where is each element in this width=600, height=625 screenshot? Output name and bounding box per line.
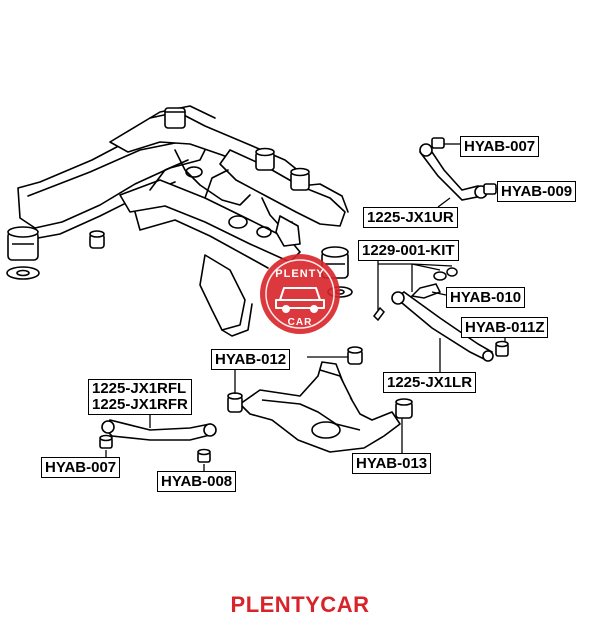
toe-link-kit (373, 267, 458, 322)
front-rear-arm (99, 419, 217, 463)
part-label-1229-001-kit[interactable]: 1229-001-KIT (358, 240, 459, 261)
part-label-hyab-010[interactable]: HYAB-010 (446, 287, 526, 308)
part-label-hyab-007-top[interactable]: HYAB-007 (460, 136, 540, 157)
part-label-1225-jx1ur[interactable]: 1225-JX1UR (363, 207, 458, 228)
lower-control-arm (227, 346, 413, 453)
part-label-hyab-012[interactable]: HYAB-012 (211, 349, 291, 370)
car-icon (275, 287, 325, 313)
part-label-1225-jx1rfl: 1225-JX1RFL (92, 380, 187, 397)
part-label-hyab-013[interactable]: HYAB-013 (352, 453, 432, 474)
part-label-hyab-011z[interactable]: HYAB-011Z (461, 317, 549, 338)
subframe-bushings (6, 147, 353, 298)
brand-footer: PLENTYCAR (230, 592, 370, 617)
lower-rear-arm (391, 291, 509, 362)
plentycar-watermark: PLENTY CAR (260, 254, 340, 334)
upper-rear-arm (418, 137, 497, 201)
watermark-bottom-text: CAR (288, 317, 313, 328)
part-label-hyab-008[interactable]: HYAB-008 (157, 471, 237, 492)
part-label-1225-jx1lr[interactable]: 1225-JX1LR (383, 372, 477, 393)
watermark-top-text: PLENTY (275, 268, 324, 280)
part-label-1225-jx1rfl-rfr[interactable]: 1225-JX1RFL 1225-JX1RFR (88, 379, 192, 415)
part-label-hyab-009[interactable]: HYAB-009 (497, 181, 577, 202)
part-label-hyab-007-bottom[interactable]: HYAB-007 (41, 457, 121, 478)
part-label-1225-jx1rfr: 1225-JX1RFR (92, 396, 188, 413)
watermark-ring (260, 254, 340, 334)
